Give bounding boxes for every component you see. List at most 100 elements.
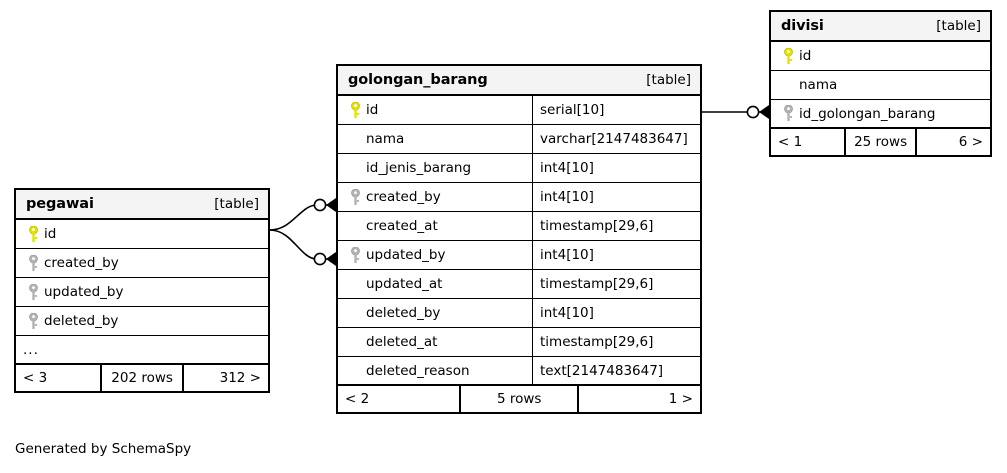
table-row[interactable]: created_at timestamp[29,6] xyxy=(338,212,700,241)
table-kind-label: [table] xyxy=(936,18,981,34)
column-name-cell: updated_by xyxy=(16,278,268,306)
table-row[interactable]: nama xyxy=(771,71,990,100)
column-name: deleted_reason xyxy=(366,362,470,379)
column-name: id_jenis_barang xyxy=(366,160,472,176)
column-name-cell: created_at xyxy=(338,212,532,240)
column-name-cell: id xyxy=(16,220,268,248)
foreign-key-icon xyxy=(346,246,365,264)
column-name: id_golongan_barang xyxy=(799,105,936,122)
column-type: timestamp[29,6] xyxy=(532,328,700,356)
foreign-key-icon xyxy=(24,312,43,330)
table-header-golongan-barang: golongan_barang [table] xyxy=(338,66,700,96)
table-footer-golongan-barang: < 2 5 rows 1 > xyxy=(338,386,700,412)
table-row[interactable]: deleted_at timestamp[29,6] xyxy=(338,328,700,357)
table-row[interactable]: id_jenis_barang int4[10] xyxy=(338,154,700,183)
footer-prev-link[interactable]: < 1 xyxy=(778,134,803,150)
table-footer-pegawai: < 3 202 rows 312 > xyxy=(16,365,268,391)
column-type: varchar[2147483647] xyxy=(532,125,700,153)
table-name: pegawai xyxy=(26,196,94,212)
column-name-cell: deleted_by xyxy=(16,307,268,335)
column-name: deleted_by xyxy=(44,313,119,329)
column-name-cell: updated_by xyxy=(338,241,532,269)
table-pegawai[interactable]: pegawai [table] id xyxy=(14,188,270,393)
relationship-pegawai-id-to-golongan-updated-by xyxy=(269,229,336,266)
footer-prev-link[interactable]: < 3 xyxy=(23,370,48,386)
foreign-key-icon xyxy=(24,283,43,301)
column-name: id xyxy=(44,226,57,242)
column-name-cell: updated_at xyxy=(338,270,532,298)
table-divisi[interactable]: divisi [table] id nama xyxy=(769,10,992,157)
column-type: int4[10] xyxy=(532,299,700,327)
table-row[interactable]: updated_at timestamp[29,6] xyxy=(338,270,700,299)
table-row[interactable]: deleted_reason text[2147483647] xyxy=(338,357,700,386)
footer-next-link[interactable]: 1 > xyxy=(668,391,693,407)
table-kind-label: [table] xyxy=(214,196,259,212)
table-row[interactable]: id serial[10] xyxy=(338,96,700,125)
footer-row-count: 202 rows xyxy=(100,365,185,391)
footer-row-count: 25 rows xyxy=(844,129,918,155)
table-row[interactable]: created_by xyxy=(16,249,268,278)
foreign-key-icon xyxy=(779,105,798,122)
column-name-cell: id xyxy=(771,42,990,70)
table-row[interactable]: id_golongan_barang xyxy=(771,100,990,129)
table-golongan-barang[interactable]: golongan_barang [table] id serial[10] xyxy=(336,64,702,414)
table-row[interactable]: deleted_by int4[10] xyxy=(338,299,700,328)
column-type: text[2147483647] xyxy=(532,357,700,384)
table-name: golongan_barang xyxy=(348,72,488,88)
table-row[interactable]: id xyxy=(771,42,990,71)
column-name: created_at xyxy=(366,218,438,234)
table-name: divisi xyxy=(781,18,824,34)
column-name-cell: deleted_by xyxy=(338,299,532,327)
column-name-cell: deleted_reason xyxy=(338,357,532,384)
column-name: created_by xyxy=(44,255,119,271)
column-name: updated_at xyxy=(366,276,443,292)
column-name-cell: ... xyxy=(16,336,268,363)
relationship-pegawai-id-to-golongan-created-by xyxy=(269,198,336,231)
footer-next-link[interactable]: 312 > xyxy=(219,370,261,386)
table-row[interactable]: id xyxy=(16,220,268,249)
column-type: serial[10] xyxy=(532,96,700,124)
table-row-overflow[interactable]: ... xyxy=(16,336,268,365)
column-name: id xyxy=(799,48,812,64)
primary-key-icon xyxy=(346,101,365,119)
column-name: updated_by xyxy=(366,247,446,263)
column-name: id xyxy=(366,102,379,118)
primary-key-icon xyxy=(779,47,798,65)
table-row[interactable]: updated_by xyxy=(16,278,268,307)
column-name-cell: id_golongan_barang xyxy=(771,100,990,127)
footer-prev-link[interactable]: < 2 xyxy=(345,391,370,407)
footer-row-count: 5 rows xyxy=(458,386,580,412)
table-kind-label: [table] xyxy=(646,72,691,88)
column-name-cell: nama xyxy=(771,71,990,99)
column-name-cell: id xyxy=(338,96,532,124)
column-type: int4[10] xyxy=(532,183,700,211)
foreign-key-icon xyxy=(24,254,43,272)
table-row[interactable]: updated_by int4[10] xyxy=(338,241,700,270)
column-name: created_by xyxy=(366,189,441,205)
table-header-divisi: divisi [table] xyxy=(771,12,990,42)
column-type: timestamp[29,6] xyxy=(532,212,700,240)
overflow-ellipsis: ... xyxy=(23,341,39,358)
column-name: updated_by xyxy=(44,284,124,300)
column-type: int4[10] xyxy=(532,154,700,182)
column-name-cell: nama xyxy=(338,125,532,153)
table-row[interactable]: deleted_by xyxy=(16,307,268,336)
column-name-cell: id_jenis_barang xyxy=(338,154,532,182)
column-name: deleted_at xyxy=(366,334,438,350)
table-footer-divisi: < 1 25 rows 6 > xyxy=(771,129,990,155)
table-row[interactable]: created_by int4[10] xyxy=(338,183,700,212)
relationship-golongan-id-to-divisi-id-golongan-barang xyxy=(702,105,769,119)
column-name: deleted_by xyxy=(366,305,441,321)
primary-key-icon xyxy=(24,225,43,243)
column-type: timestamp[29,6] xyxy=(532,270,700,298)
footer-next-link[interactable]: 6 > xyxy=(958,134,983,150)
column-name-cell: deleted_at xyxy=(338,328,532,356)
column-type: int4[10] xyxy=(532,241,700,269)
table-header-pegawai: pegawai [table] xyxy=(16,190,268,220)
column-name-cell: created_by xyxy=(338,183,532,211)
generated-by-caption: Generated by SchemaSpy xyxy=(15,441,192,457)
table-row[interactable]: nama varchar[2147483647] xyxy=(338,125,700,154)
column-name: nama xyxy=(799,77,838,93)
column-name: nama xyxy=(366,131,405,147)
